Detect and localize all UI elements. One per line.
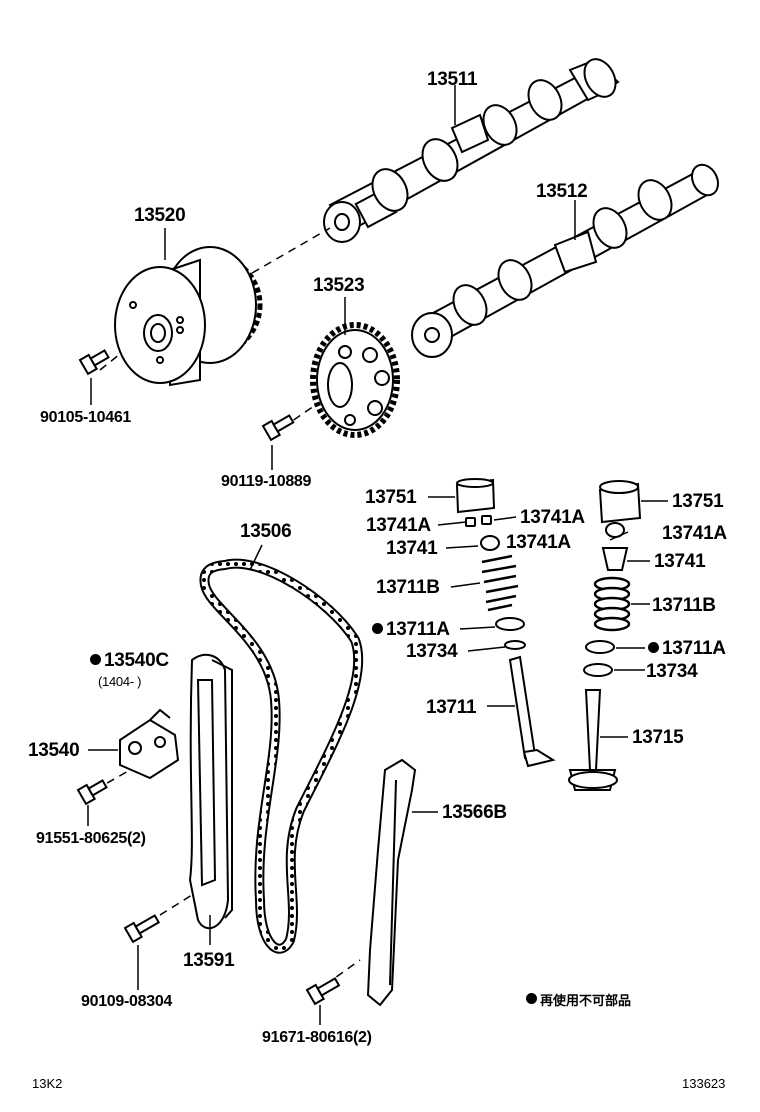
- tensioner-13540: [119, 708, 180, 780]
- label-13512: 13512: [536, 181, 588, 202]
- sprocket-13523: [310, 322, 400, 438]
- label-13711A-right: 13711A: [648, 639, 726, 658]
- bolt-91671: [305, 977, 341, 1006]
- legend-dot: [526, 993, 537, 1004]
- valve-stack-left: [455, 478, 556, 768]
- label-13711A-left-text: 13711A: [386, 619, 450, 640]
- label-13540C-text: 13540C: [104, 650, 169, 671]
- non-reusable-dot: [90, 654, 101, 665]
- label-13520: 13520: [134, 205, 186, 226]
- label-13540C-note: (1404- ): [98, 674, 142, 689]
- label-13741A-left-1: 13741A: [366, 515, 431, 536]
- label-13741A-left-2: 13741A: [520, 507, 585, 528]
- label-13711A-left: 13711A: [372, 620, 450, 639]
- bolt-91551: [76, 779, 108, 806]
- label-13741-right: 13741: [654, 551, 706, 572]
- label-13591: 13591: [183, 950, 235, 971]
- label-13734-left: 13734: [406, 641, 458, 662]
- label-90119-10889: 90119-10889: [221, 473, 312, 490]
- label-13741-left: 13741: [386, 538, 438, 559]
- footer-right-code: 133623: [682, 1076, 726, 1091]
- label-13540C: 13540C: [90, 651, 169, 670]
- bolt-90119: [261, 414, 295, 442]
- label-13523: 13523: [313, 275, 365, 296]
- legend-text: 再使用不可部品: [540, 993, 632, 1008]
- valve-stack-right: [568, 480, 642, 791]
- camshaft-13512: [411, 163, 719, 358]
- non-reusable-dot: [372, 623, 383, 634]
- bolts: [76, 349, 341, 1006]
- label-90105-10461: 90105-10461: [40, 409, 132, 426]
- label-13741A-right-2: 13741A: [662, 523, 727, 544]
- chain-guide-13591: [188, 653, 233, 930]
- camshaft-13511: [323, 58, 620, 243]
- label-91671-80616: 91671-80616(2): [262, 1029, 372, 1046]
- bolt-90109: [123, 914, 161, 944]
- label-13506: 13506: [240, 521, 292, 542]
- label-13711A-right-text: 13711A: [662, 638, 726, 659]
- footer-left-code: 13K2: [32, 1076, 63, 1091]
- label-13734-right: 13734: [646, 661, 698, 682]
- leader-lines: [87, 85, 668, 1025]
- non-reusable-dot: [648, 642, 659, 653]
- chain-guide-13566B: [366, 758, 417, 1007]
- legend-non-reusable: 再使用不可部品: [526, 990, 631, 1009]
- label-13711B-left: 13711B: [376, 577, 440, 598]
- label-13751-right: 13751: [672, 491, 724, 512]
- label-90109-08304: 90109-08304: [81, 993, 173, 1010]
- label-13741A-right-1: 13741A: [506, 532, 571, 553]
- cam-timing-gear-13520: [114, 246, 263, 387]
- label-13540: 13540: [28, 740, 80, 761]
- timing-chain-13506: [199, 558, 364, 954]
- label-91551-80625: 91551-80625(2): [36, 830, 146, 847]
- label-13566B: 13566B: [442, 802, 507, 823]
- label-13715: 13715: [632, 727, 684, 748]
- label-13751-left: 13751: [365, 487, 417, 508]
- bolt-90105: [78, 349, 110, 376]
- label-13711B-right: 13711B: [652, 595, 716, 616]
- label-13511: 13511: [427, 69, 478, 90]
- label-13711: 13711: [426, 697, 477, 718]
